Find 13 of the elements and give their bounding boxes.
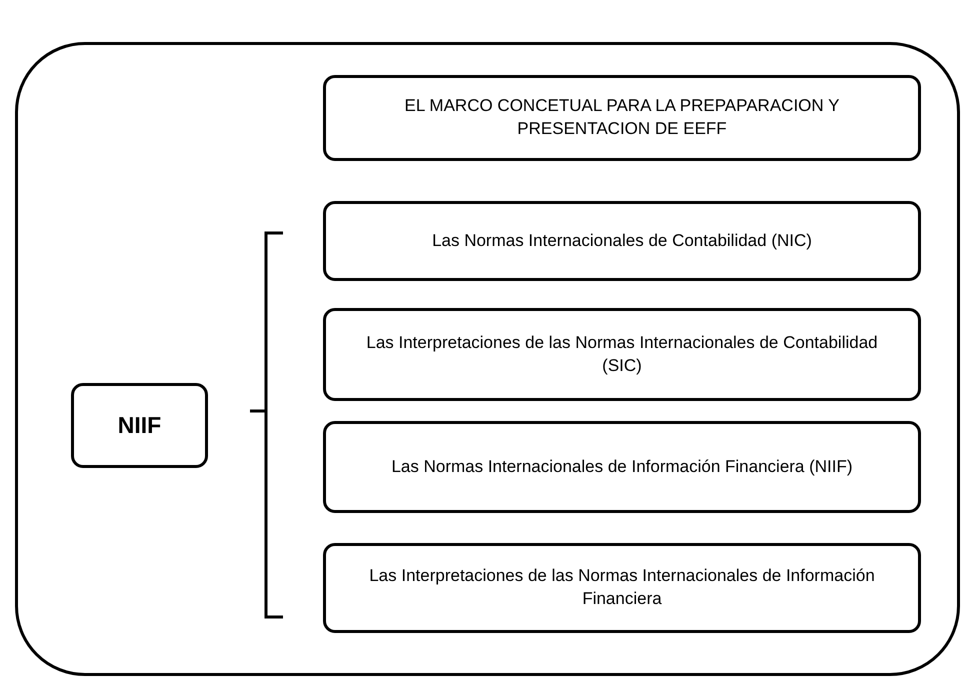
box-text: EL MARCO CONCETUAL PARA LA PREPAPARACION Y PRESENTACION DE EEFF — [404, 95, 840, 140]
text-box — [323, 308, 921, 401]
box-text: NIIF — [118, 410, 162, 440]
box-text: Las Normas Internacionales de Información Financiera (NIIF) — [391, 456, 853, 478]
text-box — [323, 201, 921, 281]
outer-frame — [15, 42, 960, 676]
box-text: Las Normas Internacionales de Contabilidad (NIC) — [432, 230, 812, 252]
text-box — [323, 543, 921, 633]
box-text: Las Interpretaciones de las Normas Internacionales de Información Financiera — [368, 565, 876, 610]
text-box — [323, 75, 921, 161]
label-box — [71, 383, 208, 468]
text-box — [323, 421, 921, 513]
box-text: Las Interpretaciones de las Normas Internacionales de Contabilidad (SIC) — [366, 332, 878, 376]
